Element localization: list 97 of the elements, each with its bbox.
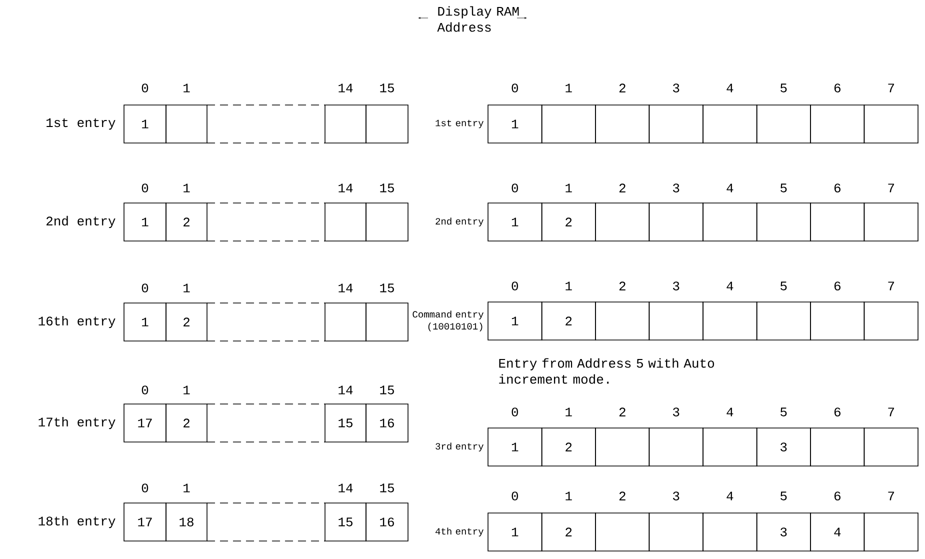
address-number: 15 — [380, 484, 394, 492]
cell-value: 1 — [512, 120, 518, 128]
address-number: 4 — [726, 184, 734, 192]
address-number: 3 — [673, 282, 680, 290]
entry-label: 2nd entry — [46, 216, 116, 228]
address-number: 0 — [512, 408, 518, 416]
address-number: 0 — [142, 184, 148, 192]
address-number: 6 — [834, 492, 840, 500]
address-number: 5 — [780, 184, 787, 192]
cell-value: 2 — [566, 316, 572, 326]
address-number: 1 — [184, 484, 190, 492]
address-number: 3 — [673, 492, 680, 500]
address-number: 7 — [888, 408, 894, 416]
cell-value: 15 — [338, 418, 352, 428]
cell-value: 3 — [780, 528, 787, 536]
address-number: 1 — [566, 492, 572, 500]
entry-label: Command entry (10010101) — [412, 310, 484, 332]
address-number: 4 — [726, 282, 734, 290]
address-number: 14 — [338, 484, 353, 492]
cell-value: 17 — [138, 518, 152, 526]
address-number: 6 — [834, 84, 840, 92]
address-number: 2 — [619, 84, 626, 92]
address-number: 14 — [338, 84, 353, 92]
cell-value: 1 — [142, 218, 148, 226]
cell-value: 2 — [566, 528, 572, 536]
address-number: 1 — [184, 284, 190, 292]
address-number: 0 — [512, 184, 518, 192]
cell-value: 2 — [566, 442, 572, 452]
cell-value: 16 — [380, 418, 394, 428]
cell-value: 2 — [566, 218, 572, 226]
address-number: 0 — [142, 386, 148, 394]
entry-label: 1st entry — [436, 120, 484, 128]
address-number: 14 — [338, 386, 353, 394]
entry-label: 18th entry — [38, 516, 116, 528]
address-number: 1 — [566, 408, 572, 416]
address-number: 7 — [888, 282, 894, 290]
cell-value: 18 — [180, 518, 194, 526]
address-number: 2 — [619, 492, 626, 500]
address-number: 3 — [673, 408, 680, 416]
address-number: 4 — [726, 84, 734, 92]
cell-value: 2 — [184, 418, 190, 428]
address-number: 6 — [834, 282, 840, 290]
address-number: 1 — [184, 386, 190, 394]
address-number: 0 — [512, 282, 518, 290]
address-number: 2 — [619, 282, 626, 290]
address-number: 0 — [142, 84, 148, 92]
address-number: 7 — [888, 84, 894, 92]
cell-value: 1 — [142, 318, 148, 326]
entry-label: 2nd entry — [436, 218, 484, 226]
cell-value: 1 — [512, 218, 518, 226]
cell-value: 1 — [142, 120, 148, 128]
cell-value: 16 — [380, 518, 394, 526]
address-number: 3 — [673, 184, 680, 192]
address-number: 1 — [566, 282, 572, 290]
address-number: 15 — [380, 284, 394, 292]
entry-label: 16th entry — [38, 316, 116, 328]
entry-label: 3rd entry — [436, 442, 484, 452]
address-number: 7 — [888, 184, 894, 192]
address-number: 0 — [512, 84, 518, 92]
address-number: 7 — [888, 492, 894, 500]
cell-value: 17 — [138, 418, 152, 428]
cell-value: 1 — [512, 316, 518, 326]
cell-value: 4 — [834, 528, 841, 536]
address-number: 14 — [338, 184, 353, 192]
address-number: 1 — [566, 84, 572, 92]
address-number: 5 — [780, 492, 787, 500]
address-number: 1 — [184, 184, 190, 192]
entry-label: 4th entry — [436, 528, 484, 536]
address-number: 2 — [619, 408, 626, 416]
address-number: 4 — [726, 408, 734, 416]
address-number: 0 — [142, 484, 148, 492]
address-number: 3 — [673, 84, 680, 92]
title: Display RAM Address — [437, 6, 519, 32]
address-number: 15 — [380, 184, 394, 192]
note-text: Entry from Address 5 with Auto increment mode. — [499, 358, 714, 384]
address-number: 5 — [780, 84, 787, 92]
cell-value: 15 — [338, 518, 352, 526]
address-number: 15 — [380, 84, 394, 92]
cell-value: 3 — [780, 442, 787, 452]
address-number: 14 — [338, 284, 353, 292]
address-number: 1 — [566, 184, 572, 192]
cell-value: 2 — [184, 218, 190, 226]
address-number: 6 — [834, 408, 840, 416]
address-number: 6 — [834, 184, 840, 192]
address-number: 2 — [619, 184, 626, 192]
address-number: 5 — [780, 282, 787, 290]
address-number: 15 — [380, 386, 394, 394]
entry-label: 1st entry — [46, 118, 116, 130]
cell-value: 2 — [184, 318, 190, 326]
entry-label: 17th entry — [38, 416, 116, 430]
address-number: 4 — [726, 492, 734, 500]
address-number: 0 — [512, 492, 518, 500]
address-number: 1 — [184, 84, 190, 92]
address-number: 5 — [780, 408, 787, 416]
cell-value: 1 — [512, 528, 518, 536]
address-number: 0 — [142, 284, 148, 292]
cell-value: 1 — [512, 442, 518, 452]
